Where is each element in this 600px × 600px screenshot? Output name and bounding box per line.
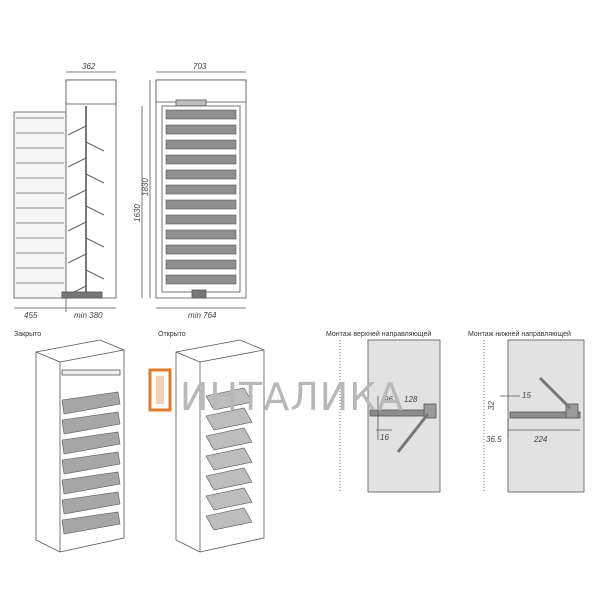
dim-min-764: min 764 — [188, 311, 217, 320]
dim-455: 455 — [24, 311, 38, 320]
dim-128: 128 — [404, 395, 418, 404]
label-lower-mount: Монтаж нижней направляющей — [468, 330, 571, 338]
front-shelf — [165, 274, 237, 285]
label-upper-mount: Монтаж верхней направляющей — [326, 330, 431, 338]
open-shelves — [205, 387, 253, 531]
side-angled-shelf — [85, 205, 105, 216]
brand-watermark-text: ИНТАЛИКА — [180, 375, 404, 419]
closed-shelf — [61, 431, 121, 455]
dim-96: 96 — [384, 395, 393, 404]
front-shelf — [165, 259, 237, 270]
closed-shelf — [61, 491, 121, 515]
side-view-angled-shelves — [67, 125, 105, 296]
side-angled-shelf — [85, 141, 105, 152]
front-shelf — [165, 184, 237, 195]
watermark: ИНТАЛИКА — [148, 368, 404, 419]
open-shelf — [205, 407, 253, 431]
front-view — [141, 71, 247, 309]
side-angled-shelf — [67, 157, 87, 168]
side-angled-shelf — [67, 189, 87, 200]
side-view — [13, 71, 117, 312]
closed-shelf — [61, 511, 121, 535]
lower-mount-diagram — [483, 339, 585, 493]
dim-32: 32 — [487, 401, 496, 410]
dim-224: 224 — [533, 435, 548, 444]
brand-logo — [148, 368, 172, 412]
dim-1830: 1830 — [141, 178, 150, 196]
closed-shelf — [61, 391, 121, 415]
side-angled-shelf — [85, 173, 105, 184]
dim-15: 15 — [522, 391, 531, 400]
open-shelf — [205, 387, 253, 411]
front-shelf — [165, 214, 237, 225]
front-shelf — [165, 199, 237, 210]
open-shelf — [205, 507, 253, 531]
closed-shelf — [61, 471, 121, 495]
open-shelf — [205, 467, 253, 491]
front-shelf — [165, 169, 237, 180]
front-shelf — [165, 109, 237, 120]
side-angled-shelf — [85, 269, 105, 280]
front-shelf — [165, 124, 237, 135]
front-shelf — [165, 139, 237, 150]
closed-shelves — [61, 391, 121, 535]
side-angled-shelf — [67, 221, 87, 232]
open-shelf — [205, 447, 253, 471]
dim-1630: 1630 — [133, 204, 142, 222]
front-view-shelves — [165, 109, 237, 285]
front-shelf — [165, 244, 237, 255]
label-closed: Закрыто — [14, 331, 41, 338]
dim-362: 362 — [82, 62, 96, 71]
dim-36-5: 36.5 — [486, 435, 502, 444]
open-shelf — [205, 427, 253, 451]
side-angled-shelf — [85, 237, 105, 248]
closed-shelf — [61, 411, 121, 435]
front-shelf — [165, 229, 237, 240]
upper-mount-diagram — [339, 339, 441, 493]
dim-703: 703 — [193, 62, 207, 71]
front-shelf — [165, 154, 237, 165]
iso-closed — [35, 339, 125, 553]
dim-16: 16 — [380, 433, 389, 442]
side-angled-shelf — [67, 125, 87, 136]
dim-min-380: min 380 — [74, 311, 103, 320]
side-angled-shelf — [67, 253, 87, 264]
open-shelf — [205, 487, 253, 511]
iso-open — [175, 339, 265, 553]
closed-shelf — [61, 451, 121, 475]
label-open: Открыто — [158, 331, 186, 338]
side-view-extended-shelves — [16, 117, 64, 284]
